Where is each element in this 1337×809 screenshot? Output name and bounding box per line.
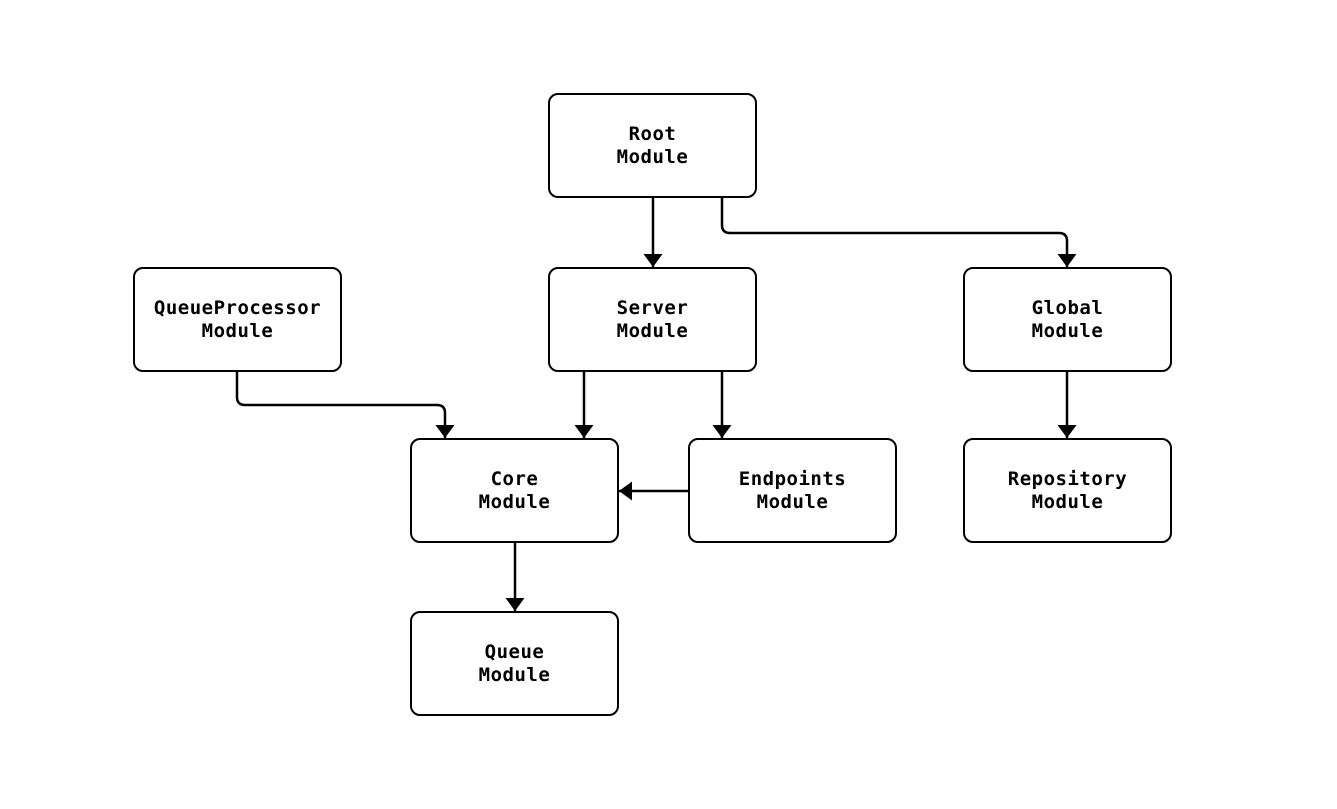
node-endpoints-module-label: Endpoints Module (738, 467, 847, 513)
node-repository-module-label: Repository Module (1007, 467, 1128, 513)
node-endpoints-module: Endpoints Module (688, 438, 897, 543)
node-core-module: Core Module (410, 438, 619, 543)
node-server-module-label: Server Module (616, 296, 689, 342)
node-root-module: Root Module (548, 93, 757, 198)
node-queueprocessor-module: QueueProcessor Module (133, 267, 342, 372)
node-server-module: Server Module (548, 267, 757, 372)
node-global-module-label: Global Module (1031, 296, 1104, 342)
node-root-module-label: Root Module (616, 122, 689, 168)
node-queue-module-label: Queue Module (478, 640, 551, 686)
node-repository-module: Repository Module (963, 438, 1172, 543)
edge-queueprocessor-to-core (235, 372, 455, 438)
edge-root-to-global (720, 198, 1077, 267)
node-global-module: Global Module (963, 267, 1172, 372)
node-queue-module: Queue Module (410, 611, 619, 716)
node-core-module-label: Core Module (478, 467, 551, 513)
node-queueprocessor-module-label: QueueProcessor Module (153, 296, 322, 342)
